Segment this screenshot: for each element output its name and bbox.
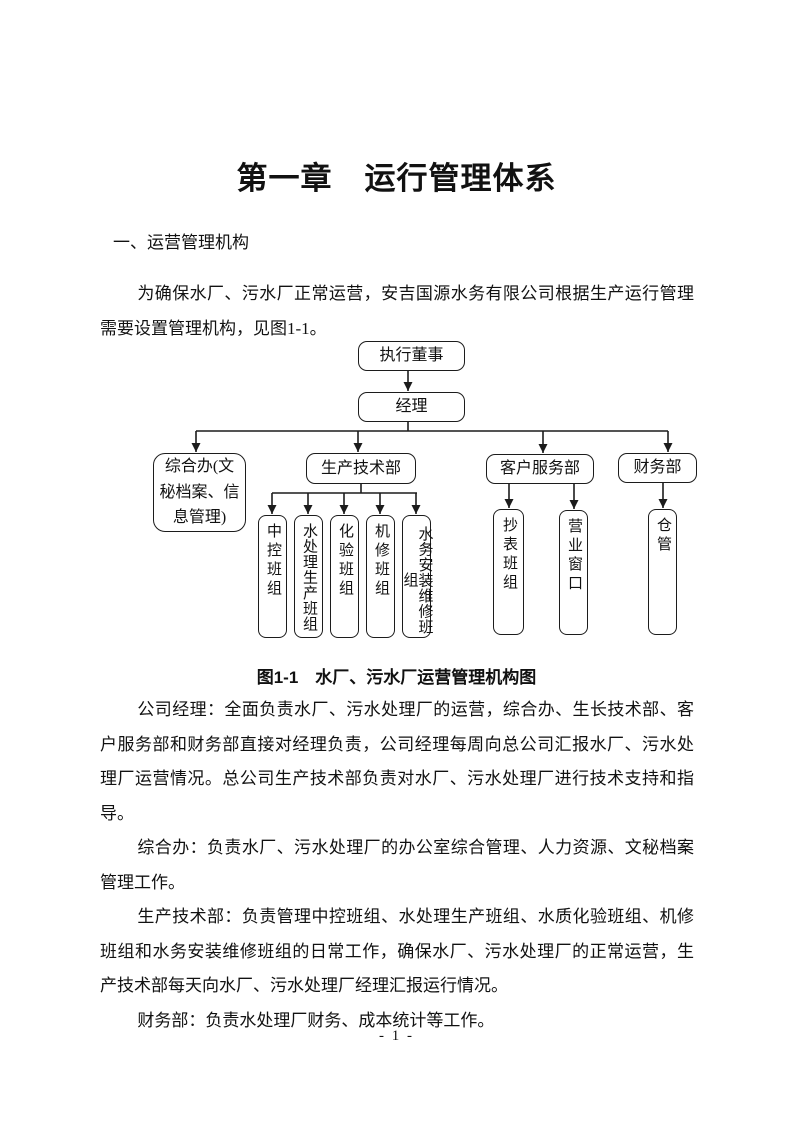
org-node-label: 财务部: [633, 459, 682, 476]
org-node-label: 经理: [395, 398, 428, 415]
org-node-customer-service-dept: 客户服务部: [486, 454, 594, 484]
org-node-water-treatment-team: 水处理生产班组: [294, 515, 323, 638]
org-node-label: 客户服务部: [499, 460, 580, 477]
paragraph-company-manager: 公司经理：全面负责水厂、污水处理厂的运营，综合办、生长技术部、客户服务部和财务部…: [100, 700, 694, 823]
org-node-label: 中控班组: [265, 523, 281, 599]
org-node-label: 化验班组: [337, 523, 353, 599]
section-heading: 一、运营管理机构: [113, 233, 249, 252]
body-text: 公司经理：全面负责水厂、污水处理厂的运营，综合办、生长技术部、客户服务部和财务部…: [100, 693, 694, 1038]
org-node-label: 生产技术部: [320, 459, 401, 477]
paragraph-production-tech: 生产技术部：负责管理中控班组、水处理生产班组、水质化验班组、机修班组和水务安装维…: [100, 907, 694, 995]
org-node-label: 综合办(文秘档案、信息管理): [159, 458, 240, 527]
org-node-installation-team: 水务安装维修班组: [401, 515, 433, 638]
org-node-finance-dept: 财务部: [618, 453, 697, 483]
org-node-label: 执行董事: [379, 347, 444, 364]
org-node-warehouse: 仓管: [648, 509, 677, 635]
org-node-admin-office: 综合办(文秘档案、信息管理): [153, 453, 246, 532]
org-node-label: 水处理生产班组: [301, 523, 317, 632]
org-node-lab-team: 化验班组: [330, 515, 359, 638]
chapter-title: 第一章 运行管理体系: [236, 161, 557, 196]
org-node-label: 机修班组: [373, 523, 389, 599]
figure-caption: 图1-1 水厂、污水厂运营管理机构图: [256, 668, 537, 687]
org-node-label: 营业窗口: [566, 518, 582, 594]
org-node-label: 抄表班组: [501, 517, 517, 593]
org-node-label: 仓管: [655, 517, 671, 555]
paragraph-finance: 财务部：负责水处理厂财务、成本统计等工作。: [137, 1010, 495, 1030]
org-node-central-control-team: 中控班组: [258, 515, 287, 638]
paragraph-admin-office: 综合办：负责水厂、污水处理厂的办公室综合管理、人力资源、文秘档案管理工作。: [100, 838, 694, 892]
intro-paragraph: 为确保水厂、污水厂正常运营，安吉国源水务有限公司根据生产运行管理需要设置管理机构…: [100, 284, 694, 338]
org-node-executive-director: 执行董事: [358, 341, 465, 371]
org-node-label: 水务安装维修班组: [401, 525, 433, 635]
org-node-mechanical-repair-team: 机修班组: [366, 515, 395, 638]
org-node-manager: 经理: [358, 392, 465, 422]
org-node-meter-reading-team: 抄表班组: [493, 509, 524, 635]
org-node-production-tech-dept: 生产技术部: [306, 453, 416, 484]
org-node-business-window: 营业窗口: [559, 510, 588, 635]
page-number: - 1 -: [379, 1028, 414, 1044]
